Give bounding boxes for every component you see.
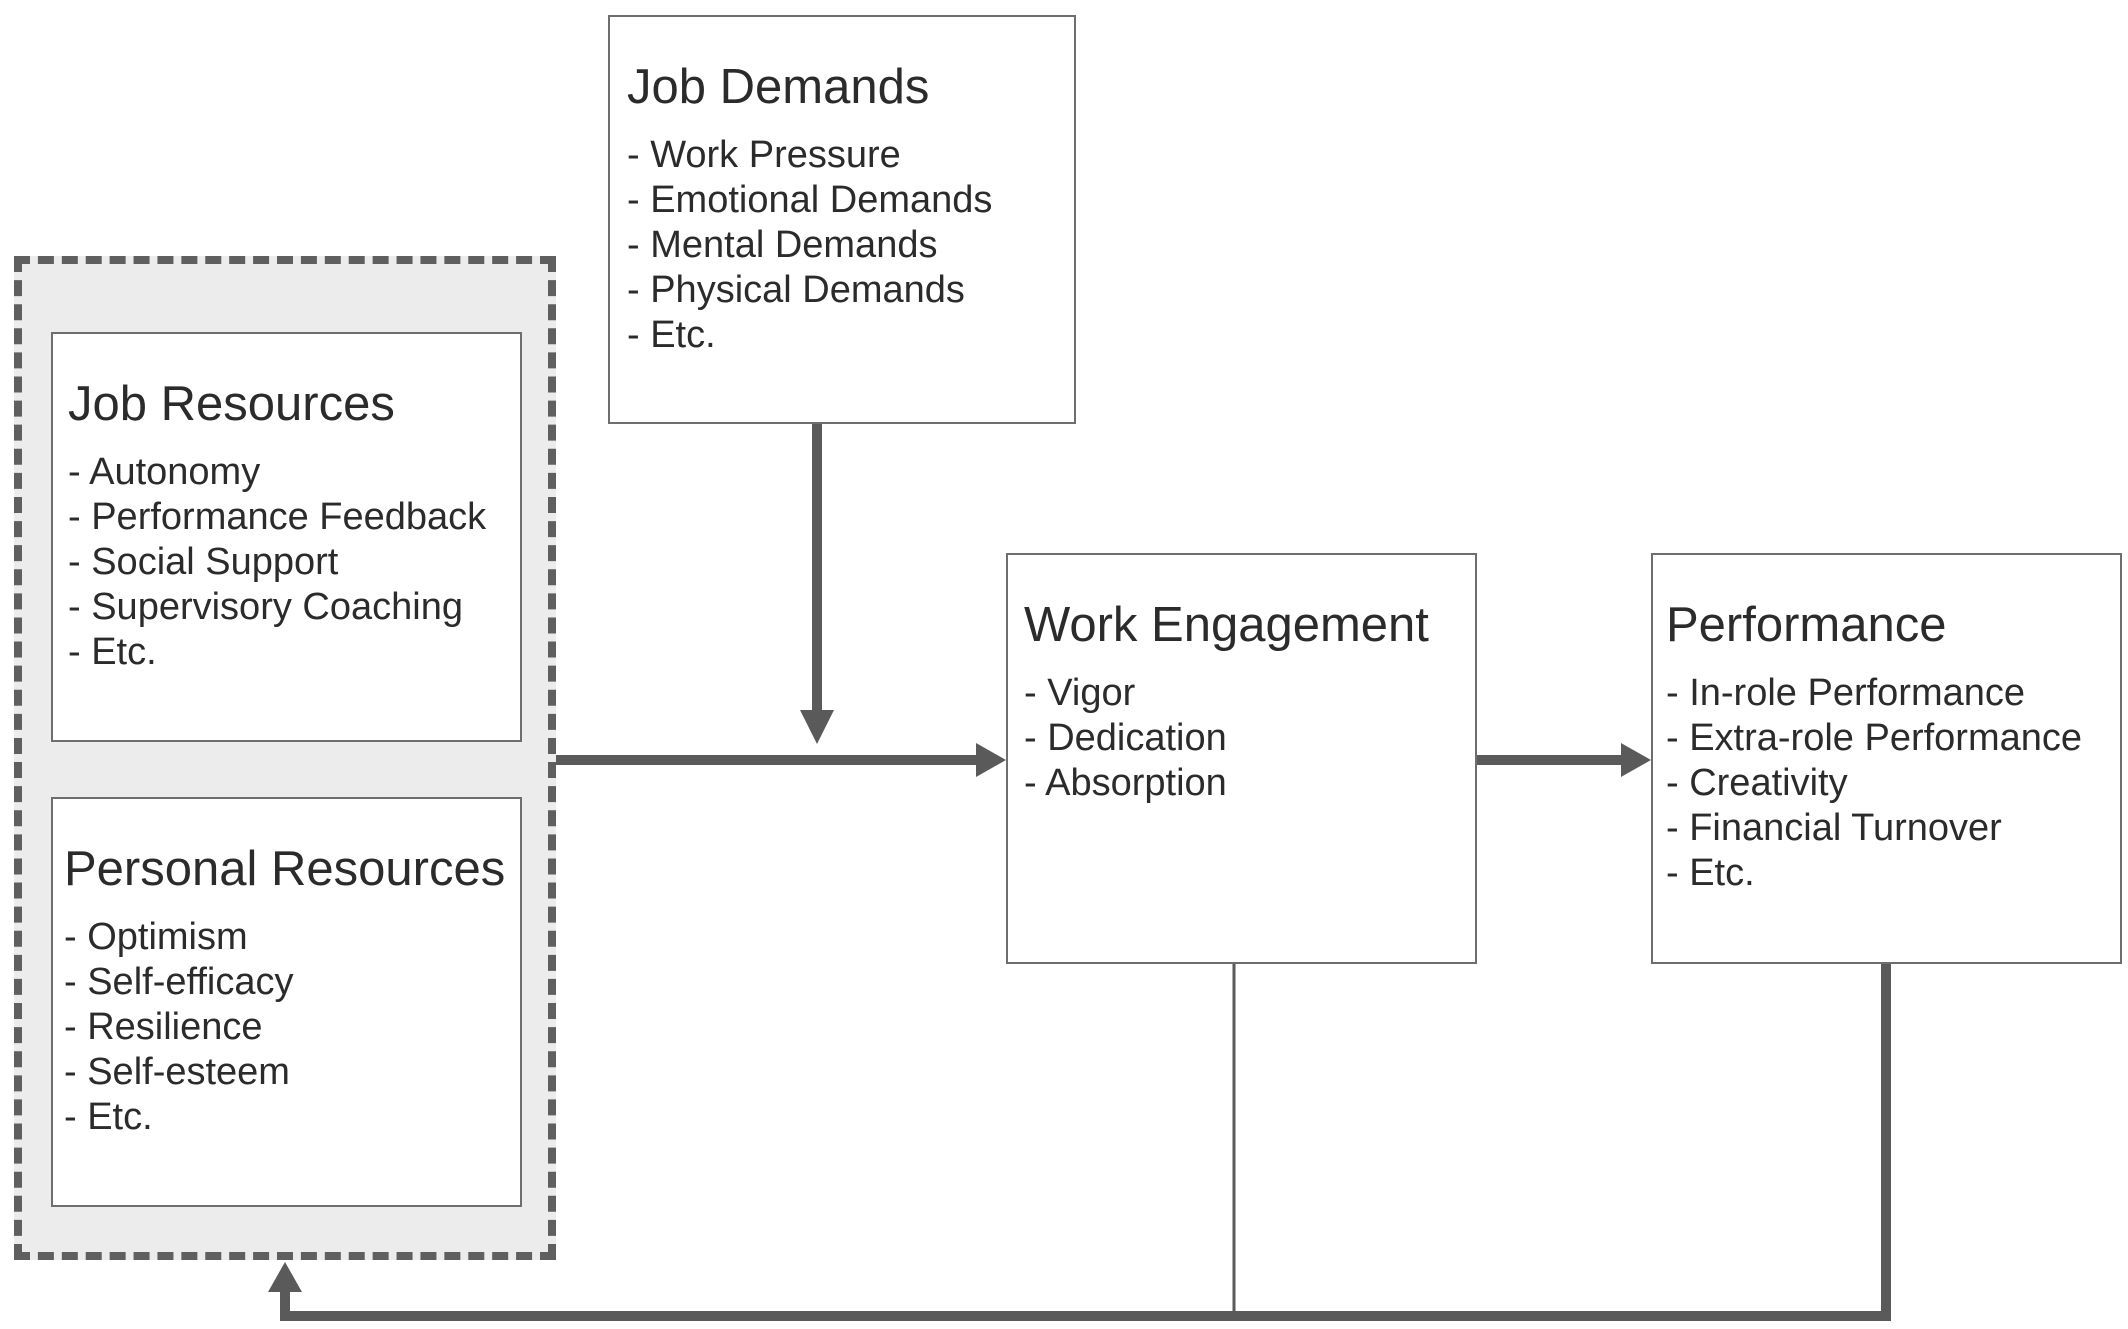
- arrowhead-to-engagement: [976, 743, 1006, 777]
- list-item: - Etc.: [627, 313, 716, 356]
- list-item: - Emotional Demands: [627, 178, 993, 221]
- connector-performance-feedback-loop: [280, 964, 1891, 1321]
- arrowhead-to-performance: [1621, 743, 1651, 777]
- list-item: - Social Support: [68, 540, 339, 583]
- list-item: - Autonomy: [68, 450, 261, 493]
- job-demands-list: - Work Pressure - Emotional Demands - Me…: [627, 133, 1074, 358]
- list-item: - Self-esteem: [64, 1050, 290, 1093]
- performance-box: Performance - In-role Performance - Extr…: [1651, 553, 2122, 964]
- list-item: - Work Pressure: [627, 133, 901, 176]
- list-item: - In-role Performance: [1666, 671, 2026, 714]
- list-item: - Financial Turnover: [1666, 806, 2002, 849]
- list-item: - Mental Demands: [627, 223, 938, 266]
- list-item: - Optimism: [64, 915, 248, 958]
- job-resources-box: Job Resources - Autonomy - Performance F…: [51, 332, 522, 742]
- work-engagement-title: Work Engagement: [1024, 598, 1429, 652]
- list-item: - Creativity: [1666, 761, 1848, 804]
- performance-list: - In-role Performance - Extra-role Perfo…: [1666, 671, 2120, 896]
- list-item: - Resilience: [64, 1005, 263, 1048]
- personal-resources-box: Personal Resources - Optimism - Self-eff…: [51, 797, 522, 1207]
- list-item: - Absorption: [1024, 761, 1227, 804]
- list-item: - Etc.: [68, 630, 157, 673]
- list-item: - Supervisory Coaching: [68, 585, 463, 628]
- list-item: - Self-efficacy: [64, 960, 294, 1003]
- list-item: - Etc.: [64, 1095, 153, 1138]
- list-item: - Dedication: [1024, 716, 1227, 759]
- work-engagement-box: Work Engagement - Vigor - Dedication - A…: [1006, 553, 1477, 964]
- arrowhead-job-demands: [800, 710, 834, 744]
- personal-resources-list: - Optimism - Self-efficacy - Resilience …: [64, 915, 520, 1140]
- arrowhead-to-resources: [268, 1262, 302, 1292]
- personal-resources-title: Personal Resources: [64, 842, 506, 896]
- list-item: - Performance Feedback: [68, 495, 487, 538]
- list-item: - Vigor: [1024, 671, 1136, 714]
- list-item: - Etc.: [1666, 851, 1755, 894]
- job-demands-box: Job Demands - Work Pressure - Emotional …: [608, 15, 1076, 424]
- work-engagement-list: - Vigor - Dedication - Absorption: [1024, 671, 1475, 806]
- list-item: - Physical Demands: [627, 268, 965, 311]
- list-item: - Extra-role Performance: [1666, 716, 2083, 759]
- performance-title: Performance: [1666, 598, 1947, 652]
- job-demands-title: Job Demands: [627, 60, 930, 114]
- job-resources-title: Job Resources: [68, 377, 395, 431]
- job-resources-list: - Autonomy - Performance Feedback - Soci…: [68, 450, 520, 675]
